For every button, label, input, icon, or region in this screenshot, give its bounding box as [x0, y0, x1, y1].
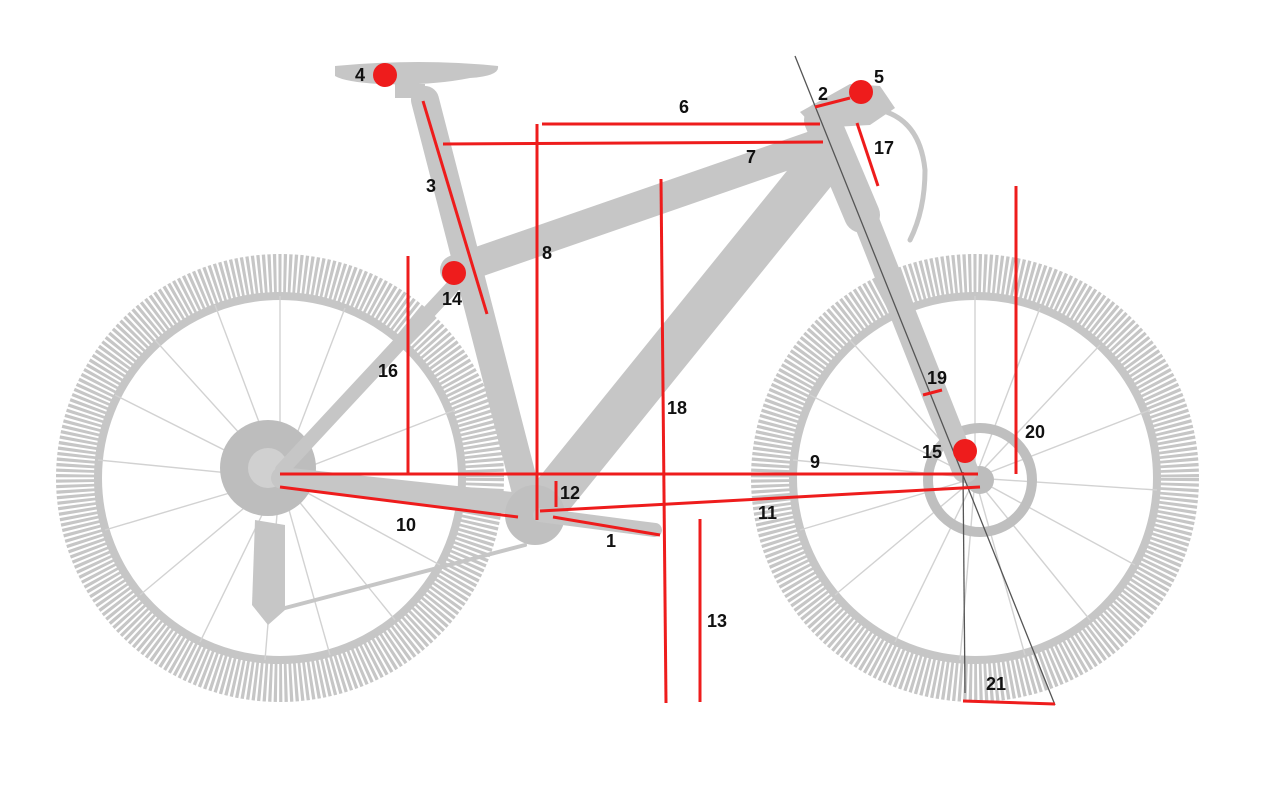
line-18-standover — [659, 178, 668, 704]
line-11-front-center — [539, 485, 981, 513]
label-17: 17 — [874, 138, 894, 158]
label-18: 18 — [667, 398, 687, 418]
line-19-fork-offset — [922, 388, 943, 397]
line-21-trail — [962, 699, 1056, 706]
label-12: 12 — [560, 483, 580, 503]
label-16: 16 — [378, 361, 398, 381]
label-19: 19 — [927, 368, 947, 388]
label-5: 5 — [874, 67, 884, 87]
label-13: 13 — [707, 611, 727, 631]
line-1-crank — [552, 515, 661, 537]
label-9: 9 — [810, 452, 820, 472]
marker-15-front-axle-point — [953, 439, 977, 463]
front-wheel — [751, 254, 1199, 702]
measurement-labels: 1 2 3 4 5 6 7 8 9 10 11 12 13 14 15 16 1… — [355, 65, 1045, 694]
bike-silhouette — [56, 62, 1199, 702]
label-1: 1 — [606, 531, 616, 551]
label-10: 10 — [396, 515, 416, 535]
label-6: 6 — [679, 97, 689, 117]
marker-14-seat-tube-point — [442, 261, 466, 285]
line-2-stem — [814, 96, 851, 109]
label-7: 7 — [746, 147, 756, 167]
label-20: 20 — [1025, 422, 1045, 442]
marker-4-saddle-point — [373, 63, 397, 87]
label-4: 4 — [355, 65, 365, 85]
wheel-vertical-line — [962, 471, 966, 694]
label-2: 2 — [818, 84, 828, 104]
line-10-chainstay — [279, 485, 519, 519]
point-markers — [373, 63, 977, 463]
line-7-top-tube — [442, 140, 824, 146]
measurement-lines — [279, 96, 1056, 706]
steering-axis-line — [794, 55, 1056, 706]
label-8: 8 — [542, 243, 552, 263]
label-11: 11 — [758, 503, 777, 523]
label-21: 21 — [986, 674, 1006, 694]
line-3-seat-tube — [421, 100, 489, 315]
label-3: 3 — [426, 176, 436, 196]
line-17-head-tube — [855, 122, 880, 187]
marker-5-handlebar-point — [849, 80, 873, 104]
label-15: 15 — [922, 442, 942, 462]
label-14: 14 — [442, 289, 462, 309]
